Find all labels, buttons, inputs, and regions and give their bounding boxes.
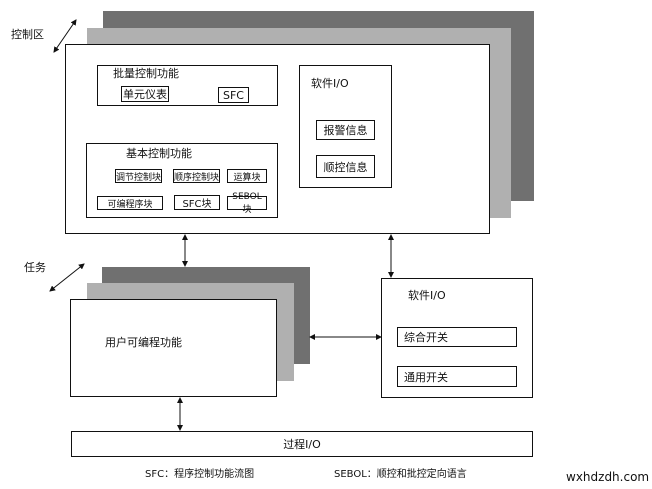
calculation-box: 运算块	[227, 169, 267, 183]
alarm-info-label: 报警信息	[323, 124, 368, 137]
sequence-info-box: 顺控信息	[316, 155, 375, 178]
calculation-label: 运算块	[233, 172, 261, 183]
alarm-info-box: 报警信息	[316, 120, 375, 140]
connector-task-label	[49, 263, 85, 292]
sequence-info-label: 顺控信息	[323, 160, 368, 174]
batch-control-title: 批量控制功能	[113, 67, 179, 80]
software-io-top-title: 软件I/O	[311, 77, 349, 90]
general-switch-box: 通用开关	[397, 366, 517, 387]
footnote-sfc: SFC：程序控制功能流图	[145, 469, 255, 480]
sebol-block-box: SEBOL块	[227, 192, 267, 215]
sequence-control-label: 顺序控制块	[174, 172, 220, 183]
general-switch-label: 通用开关	[404, 371, 448, 384]
programmable-label: 可编程序块	[107, 199, 153, 210]
basic-control-title: 基本控制功能	[126, 147, 192, 160]
composite-switch-label: 综合开关	[404, 331, 448, 344]
sequence-control-box: 顺序控制块	[173, 169, 220, 183]
sfc-box: SFC	[218, 87, 249, 103]
unit-meter-box: 单元仪表	[121, 86, 169, 102]
regulation-control-box: 调节控制块	[115, 169, 162, 183]
sebol-block-label: SEBOL块	[232, 191, 262, 215]
user-programmable-box	[70, 299, 277, 397]
task-label: 任务	[24, 261, 46, 274]
sfc-block-label: SFC块	[182, 199, 212, 210]
sfc-label: SFC	[223, 88, 244, 102]
control-area-label: 控制区	[11, 28, 44, 41]
sfc-block-box: SFC块	[174, 195, 220, 210]
process-io-box: 过程I/O	[71, 431, 533, 457]
regulation-control-label: 调节控制块	[116, 172, 162, 183]
footnote-sebol: SEBOL：顺控和批控定向语言	[334, 469, 467, 480]
watermark: wxhdzdh.com	[566, 470, 650, 484]
programmable-box: 可编程序块	[97, 196, 163, 210]
unit-meter-label: 单元仪表	[123, 88, 167, 101]
software-io-bottom-title: 软件I/O	[408, 289, 446, 302]
user-programmable-label: 用户可编程功能	[105, 336, 182, 349]
process-io-label: 过程I/O	[283, 438, 321, 451]
composite-switch-box: 综合开关	[397, 327, 517, 347]
